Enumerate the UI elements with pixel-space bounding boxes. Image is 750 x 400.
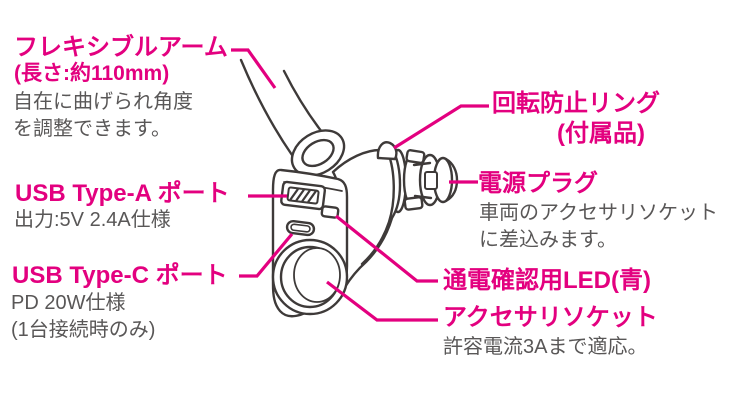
usb-c-title: USB Type-C ポート [12,262,228,289]
led-title: 通電確認用LED(青) [443,267,651,294]
flexible-arm-subtitle: (長さ:約110mm) [14,62,170,85]
flexible-arm-description: 自在に曲げられ角度 を調整できます。 [13,89,193,142]
anti-rotation-ring-subtitle: (付属品) [557,120,645,147]
usb-c-description-line1: PD 20W仕様 [11,292,126,314]
flexible-arm-description-line2: を調整できます。 [13,117,171,140]
accessory-socket-drawing [271,238,349,316]
flexible-arm-description-line1: 自在に曲げられ角度 [13,91,193,113]
power-plug-title: 電源プラグ [478,170,598,197]
power-plug-drawing [388,148,459,214]
usb-a-description: 出力:5V 2.4A仕様 [14,209,171,231]
power-plug-description-line2: に差込みます。 [479,228,617,251]
usb-c-port-drawing [285,219,316,237]
accessory-socket-description: 許容電流3Aまで適応。 [443,336,648,358]
power-plug-description: 車両のアクセサリソケット に差込みます。 [479,200,718,253]
callout-line-led [334,214,438,283]
usb-c-description-line2: (1台接続時のみ) [11,318,156,341]
accessory-socket-title: アクセサリソケット [443,304,658,331]
callout-line-flexible-arm [231,48,277,89]
usb-a-port-drawing [280,180,327,211]
usb-a-title: USB Type-A ポート [15,180,230,207]
usb-c-description: PD 20W仕様 (1台接続時のみ) [11,290,155,343]
callout-line-usb-c [239,232,294,278]
flexible-arm-title: フレキシブルアーム [14,34,228,61]
callout-line-anti-rotation-ring [393,104,489,150]
swivel-collar-drawing [290,129,346,177]
anti-rotation-ring-drawing [376,141,398,161]
callout-line-accessory-socket [326,280,438,322]
anti-rotation-ring-title: 回転防止リング [492,90,660,117]
power-plug-description-line1: 車両のアクセサリソケット [479,202,718,224]
led-indicator-drawing [320,205,340,219]
